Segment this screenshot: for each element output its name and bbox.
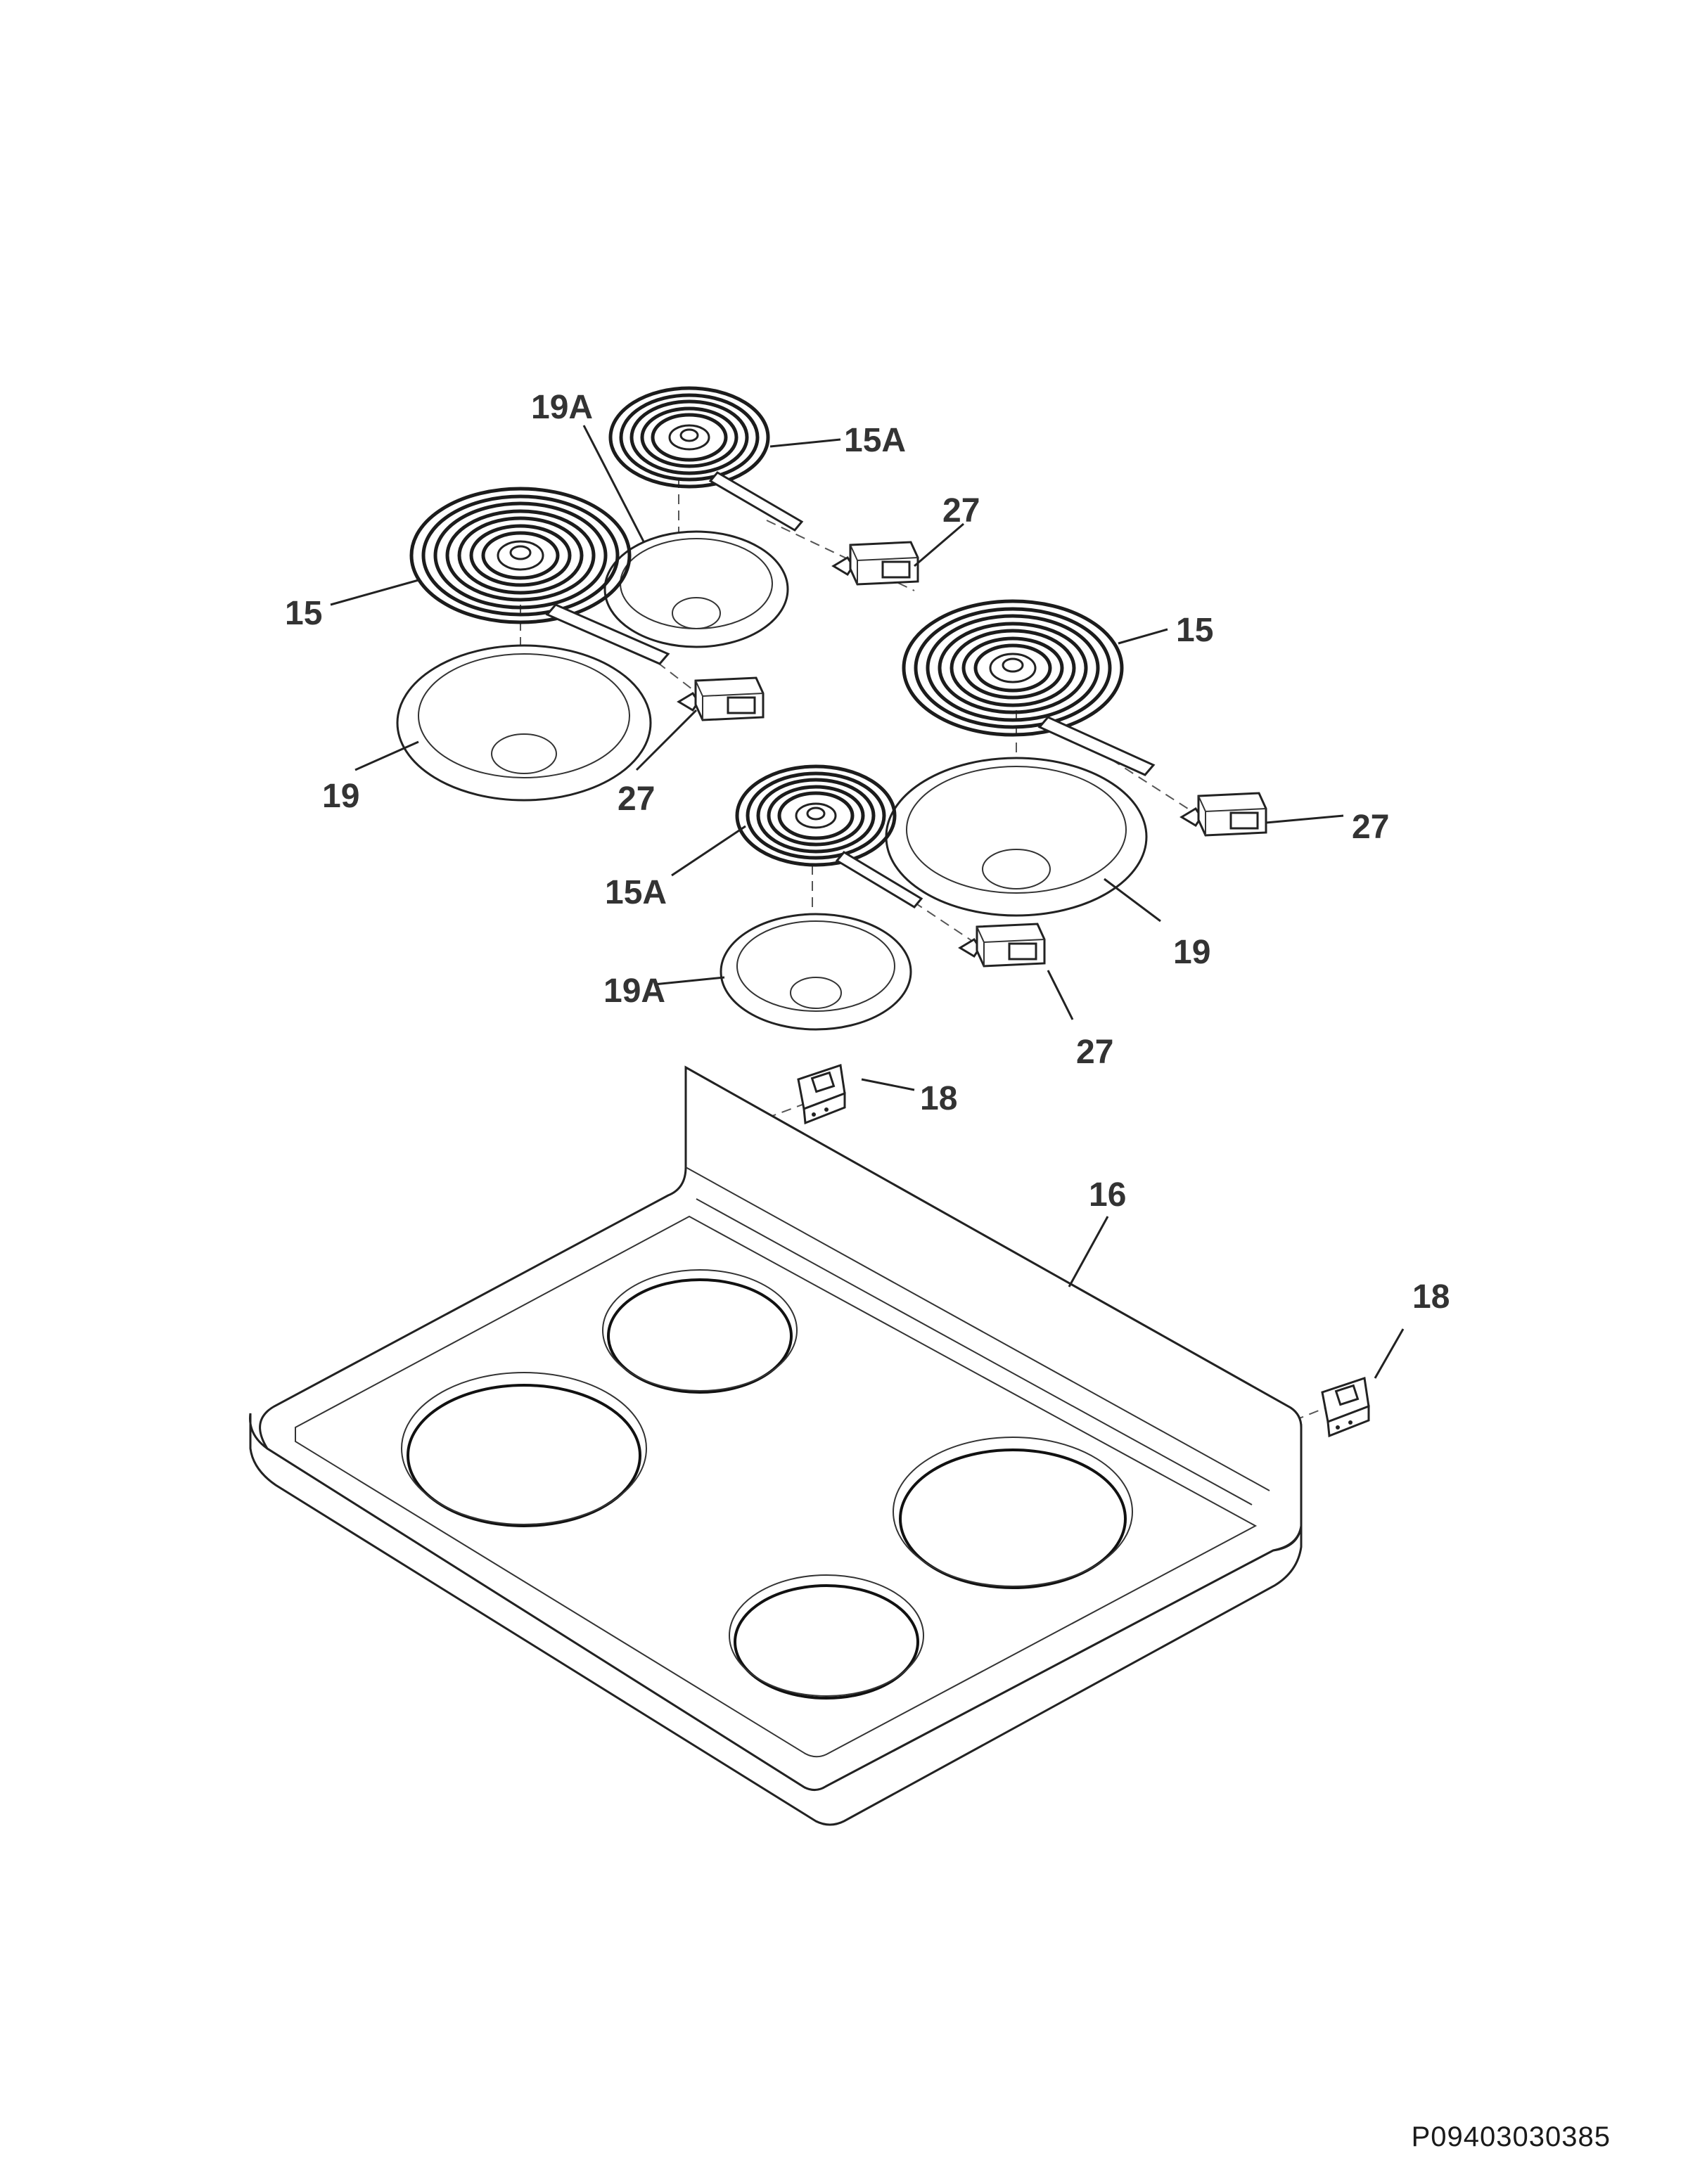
surface-element-15a-top (610, 388, 804, 532)
callout-19-right: 19 (1173, 934, 1210, 971)
drip-bowl-19a-top (603, 530, 789, 648)
bracket-18-right (1321, 1377, 1370, 1437)
callout-15a-bottom: 15A (605, 874, 667, 911)
callout-27-b: 27 (618, 781, 655, 818)
drip-bowl-19a-bottom (720, 913, 912, 1031)
callout-15-left: 15 (285, 595, 322, 632)
callout-18-right: 18 (1412, 1278, 1450, 1316)
leader-lines (330, 425, 1405, 1379)
callout-27-d: 27 (1076, 1034, 1113, 1071)
drip-bowl-19-right (885, 757, 1148, 917)
callout-19a-top: 19A (531, 389, 593, 426)
callout-27-c: 27 (1352, 809, 1389, 846)
drip-bowl-19-left (396, 644, 652, 802)
terminal-block-27-a (832, 541, 919, 586)
callout-19-left: 19 (322, 778, 359, 815)
surface-element-15-left (411, 489, 670, 665)
callout-27-a: 27 (942, 492, 980, 529)
callout-18-top: 18 (920, 1080, 957, 1117)
surface-element-15-right (904, 601, 1156, 776)
callout-labels: 19A 15A 27 15 15 19 27 27 15A 19 19A 27 … (285, 389, 1450, 1316)
bracket-18-top (797, 1064, 846, 1124)
document-id: P09403030385 (1411, 2121, 1611, 2152)
callout-16: 16 (1089, 1176, 1126, 1214)
callout-15-right: 15 (1176, 612, 1213, 649)
callout-15a-top: 15A (844, 422, 906, 459)
cooktop-16 (249, 1065, 1303, 1826)
terminal-block-27-c (1180, 792, 1267, 837)
callout-19a-bottom: 19A (603, 972, 665, 1010)
surface-element-15a-bottom (737, 766, 923, 908)
terminal-block-27-d (959, 923, 1046, 968)
